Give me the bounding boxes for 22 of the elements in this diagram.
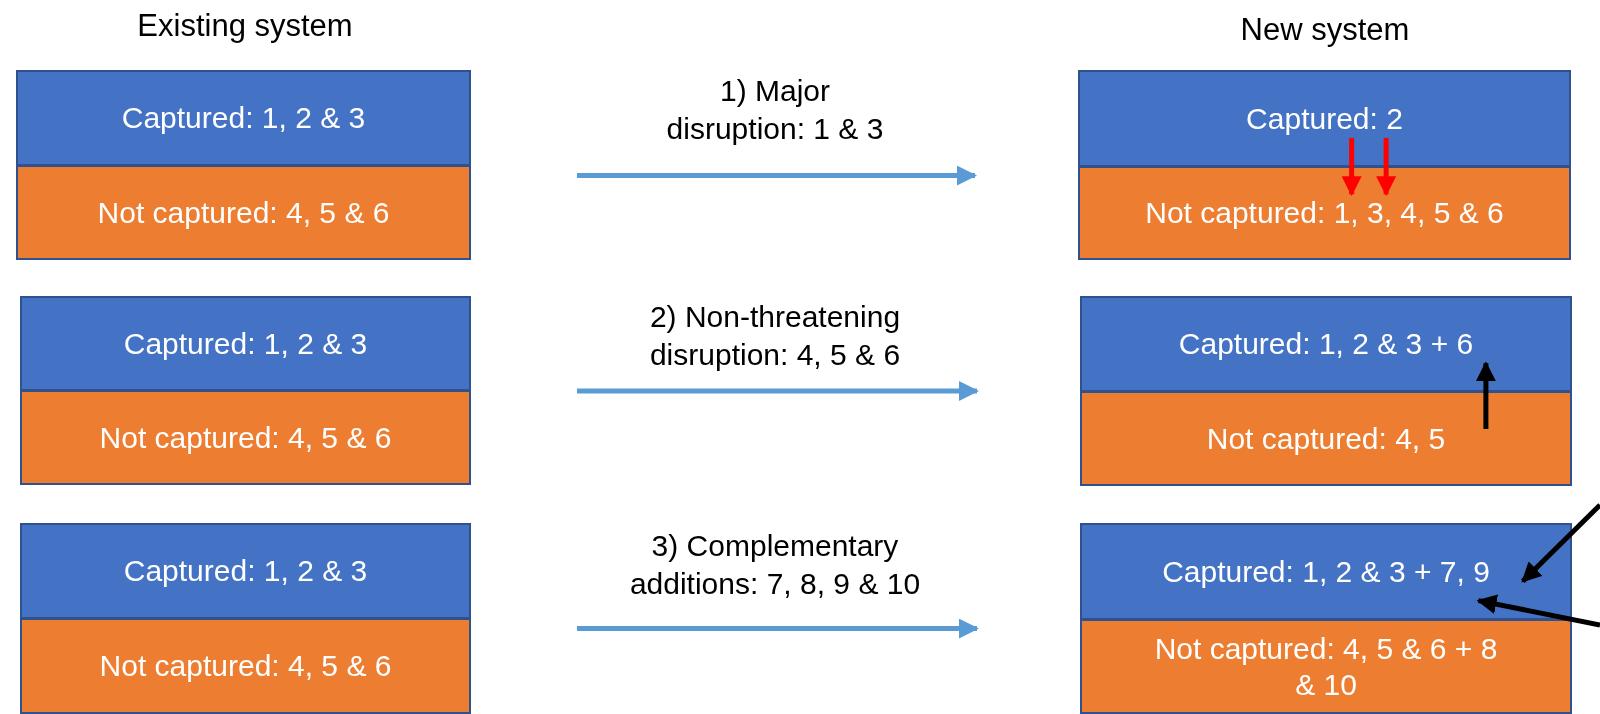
arrow bbox=[1376, 137, 1397, 197]
captured-box: Captured: 1, 2 & 3 bbox=[20, 523, 471, 619]
not-captured-box: Not captured: 4, 5 & 6 bbox=[20, 390, 471, 485]
not-captured-box: Not captured: 4, 5 bbox=[1080, 391, 1572, 486]
not-captured-box: Not captured: 4, 5 & 6 + 8 & 10 bbox=[1080, 619, 1572, 714]
captured-box: Captured: 1, 2 & 3 + 7, 9 bbox=[1080, 523, 1572, 620]
captured-box: Captured: 2 bbox=[1078, 70, 1571, 167]
arrow bbox=[577, 618, 979, 639]
arrow bbox=[1341, 137, 1362, 197]
not-captured-box: Not captured: 1, 3, 4, 5 & 6 bbox=[1078, 166, 1571, 260]
captured-box: Captured: 1, 2 & 3 + 6 bbox=[1080, 296, 1572, 392]
arrow bbox=[577, 165, 977, 186]
not-captured-box: Not captured: 4, 5 & 6 bbox=[16, 165, 471, 260]
arrow bbox=[1475, 361, 1496, 429]
not-captured-box: Not captured: 4, 5 & 6 bbox=[20, 618, 471, 714]
column-heading: New system bbox=[1240, 12, 1410, 48]
column-heading: Existing system bbox=[137, 8, 353, 44]
captured-box: Captured: 1, 2 & 3 bbox=[16, 70, 471, 166]
arrow bbox=[1521, 503, 1600, 583]
captured-box: Captured: 1, 2 & 3 bbox=[20, 296, 471, 391]
arrow bbox=[1476, 594, 1600, 628]
arrow bbox=[577, 381, 979, 401]
